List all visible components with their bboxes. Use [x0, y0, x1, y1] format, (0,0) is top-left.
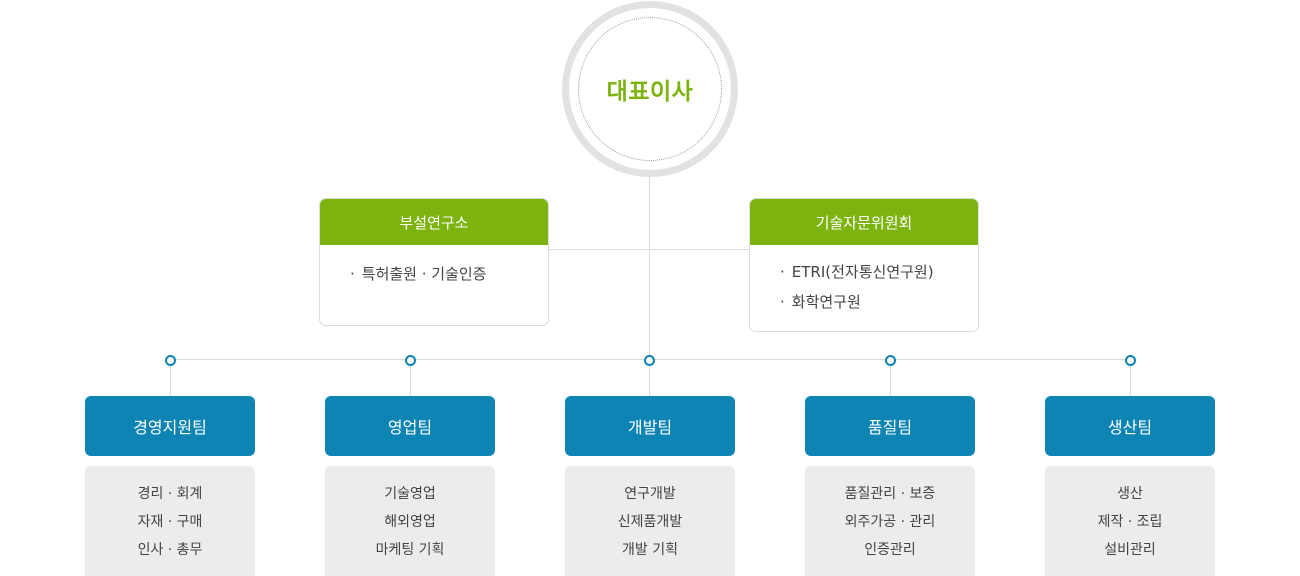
team-sales-duties: 기술영업 해외영업 마케팅 기획: [325, 466, 495, 576]
duty-item: 인증관리: [864, 542, 916, 558]
duty-item: 신제품개발: [617, 514, 683, 530]
research-institute-title: 부설연구소: [320, 199, 548, 245]
duty-item: 기술영업: [384, 486, 436, 502]
duty-item: 자재 · 구매: [137, 514, 203, 530]
duty-item: 해외영업: [384, 514, 436, 530]
duty-item: 개발 기획: [622, 542, 678, 558]
duty-item: 설비관리: [1104, 542, 1156, 558]
duty-item: 경리 · 회계: [137, 486, 203, 502]
advisory-committee-title: 기술자문위원회: [750, 199, 978, 245]
advisory-committee-box: 기술자문위원회 ETRI(전자통신연구원) 화학연구원: [749, 198, 979, 332]
duty-item: 인사 · 총무: [137, 542, 203, 558]
team-management-support: 경영지원팀: [85, 396, 255, 456]
duty-item: 외주가공 · 관리: [844, 514, 936, 530]
team-development: 개발팀: [565, 396, 735, 456]
research-institute-list: 특허출원 · 기술인증: [320, 245, 548, 289]
team-connector-4: [890, 362, 891, 396]
research-institute-item: 특허출원 · 기술인증: [350, 259, 548, 289]
connector-dot-5: [1125, 355, 1136, 366]
team-connector-2: [410, 362, 411, 396]
connector-dot-2: [405, 355, 416, 366]
duty-item: 마케팅 기획: [375, 542, 445, 558]
connector-dot-3: [644, 355, 655, 366]
duty-item: 품질관리 · 보증: [844, 486, 936, 502]
aux-horizontal-connector: [548, 249, 750, 250]
duty-item: 연구개발: [624, 486, 676, 502]
advisory-committee-item: 화학연구원: [780, 287, 978, 317]
ceo-label: 대표이사: [606, 79, 694, 105]
team-development-duties: 연구개발 신제품개발 개발 기획: [565, 466, 735, 576]
ceo-vertical-connector: [649, 176, 650, 360]
team-production-duties: 생산 제작 · 조립 설비관리: [1045, 466, 1215, 576]
duty-item: 제작 · 조립: [1097, 514, 1163, 530]
advisory-committee-list: ETRI(전자통신연구원) 화학연구원: [750, 245, 978, 317]
duty-item: 생산: [1117, 486, 1143, 502]
team-connector-3: [649, 362, 650, 396]
team-management-support-duties: 경리 · 회계 자재 · 구매 인사 · 총무: [85, 466, 255, 576]
advisory-committee-item: ETRI(전자통신연구원): [780, 257, 978, 287]
connector-dot-4: [885, 355, 896, 366]
team-connector-1: [170, 362, 171, 396]
ceo-node: 대표이사: [562, 1, 738, 177]
connector-dot-1: [165, 355, 176, 366]
team-connector-5: [1130, 362, 1131, 396]
team-production: 생산팀: [1045, 396, 1215, 456]
team-quality: 품질팀: [805, 396, 975, 456]
team-quality-duties: 품질관리 · 보증 외주가공 · 관리 인증관리: [805, 466, 975, 576]
team-sales: 영업팀: [325, 396, 495, 456]
ceo-inner-circle: 대표이사: [578, 17, 722, 161]
research-institute-box: 부설연구소 특허출원 · 기술인증: [319, 198, 549, 326]
